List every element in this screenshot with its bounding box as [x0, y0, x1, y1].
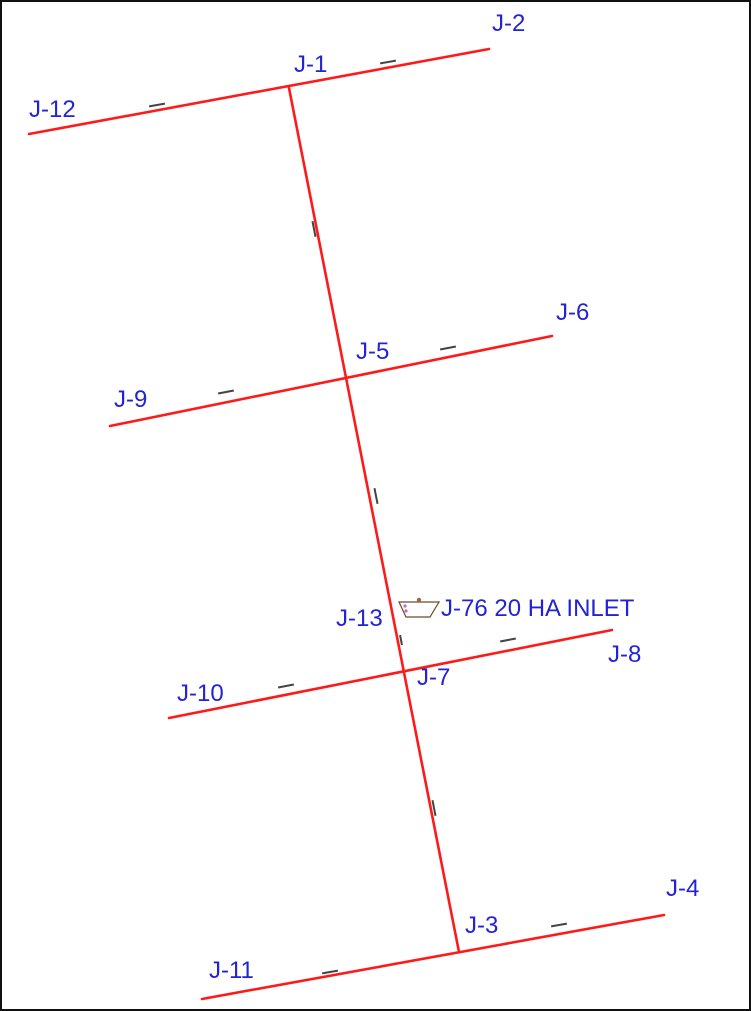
junction-label-j1[interactable]: J-1	[294, 51, 327, 78]
pipe-tag-mark	[148, 102, 166, 108]
junction-label-j11[interactable]: J-11	[209, 957, 254, 984]
junction-label-j12[interactable]: J-12	[29, 96, 76, 123]
inlet-label-j76[interactable]: J-76 20 HA INLET	[441, 595, 635, 622]
junction-label-j10[interactable]: J-10	[177, 680, 224, 707]
pipe-tag-mark	[550, 922, 568, 928]
lateral-pipe-j12-j2[interactable]	[27, 47, 491, 136]
lateral-pipe-j10-j8[interactable]	[167, 628, 614, 720]
pipe-tag-mark	[373, 487, 379, 505]
junction-label-j13[interactable]: J-13	[336, 605, 383, 632]
pipe-tag-mark	[399, 634, 403, 646]
pipe-tag-mark	[321, 969, 339, 975]
pipe-tag-mark	[439, 345, 457, 351]
junction-label-j5[interactable]: J-5	[356, 338, 389, 365]
lateral-pipe-j9-j6[interactable]	[108, 334, 554, 428]
lateral-pipe-j11-j4[interactable]	[200, 913, 666, 1001]
pipe-tag-mark	[217, 389, 235, 395]
junction-label-j9[interactable]: J-9	[114, 386, 147, 413]
inlet-node-dot	[416, 597, 422, 603]
inlet-marker-dot	[403, 604, 407, 608]
pipe-tag-mark	[431, 799, 437, 817]
inlet-marker-dot	[404, 609, 408, 613]
inlet-outline	[398, 601, 441, 618]
pipe-tag-mark	[499, 637, 517, 643]
junction-label-j6[interactable]: J-6	[556, 299, 589, 326]
pipe-tag-mark	[277, 683, 295, 689]
junction-label-j4[interactable]: J-4	[666, 875, 699, 902]
main-trunk-pipe[interactable]	[287, 86, 461, 954]
junction-label-j7[interactable]: J-7	[417, 664, 450, 691]
pipe-tag-mark	[311, 220, 317, 238]
junction-label-j8[interactable]: J-8	[608, 641, 641, 668]
junction-label-j2[interactable]: J-2	[492, 10, 525, 37]
pipe-tick-marks	[148, 59, 568, 975]
junction-label-j3[interactable]: J-3	[465, 912, 498, 939]
inlet-trapezoid-icon[interactable]	[398, 597, 441, 618]
pipe-tag-mark	[379, 59, 397, 65]
